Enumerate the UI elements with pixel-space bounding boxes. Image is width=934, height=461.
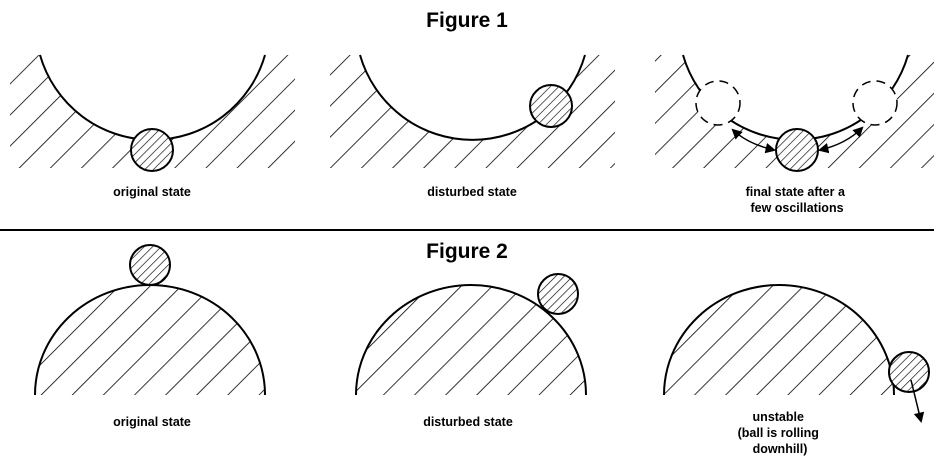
caption-line: few oscillations [750, 201, 843, 215]
figure2-title: Figure 2 [426, 240, 508, 263]
ball [530, 85, 572, 127]
caption-line: (ball is rolling [738, 426, 819, 440]
figure1-panel-disturbed: disturbed state [330, 55, 615, 199]
caption-original-state: original state [113, 415, 191, 429]
hill-hatch [35, 285, 265, 395]
ball [130, 245, 170, 285]
caption-final-state: final state after a few oscillations [746, 185, 849, 215]
caption-line: unstable [753, 410, 804, 424]
figure1-panel-final: final state after a few oscillations [655, 55, 934, 215]
ghost-ball-left [696, 81, 740, 125]
caption-disturbed-state: disturbed state [423, 415, 513, 429]
caption-line: final state after a [746, 185, 846, 199]
caption-unstable: unstable (ball is rolling downhill) [738, 410, 823, 456]
ball [538, 274, 578, 314]
ball [131, 129, 173, 171]
hill-hatch [664, 285, 894, 395]
figure1-title: Figure 1 [426, 9, 508, 32]
caption-original-state: original state [113, 185, 191, 199]
ball [889, 352, 929, 392]
caption-line: downhill) [753, 442, 808, 456]
figure2-panel-original: original state [35, 245, 265, 429]
figure1-panel-original: original state [10, 55, 295, 199]
ball [776, 129, 818, 171]
figure2-panel-unstable: unstable (ball is rolling downhill) [664, 285, 929, 456]
figure2-panel-disturbed: disturbed state [356, 274, 586, 429]
ghost-ball-right [853, 81, 897, 125]
caption-disturbed-state: disturbed state [427, 185, 517, 199]
